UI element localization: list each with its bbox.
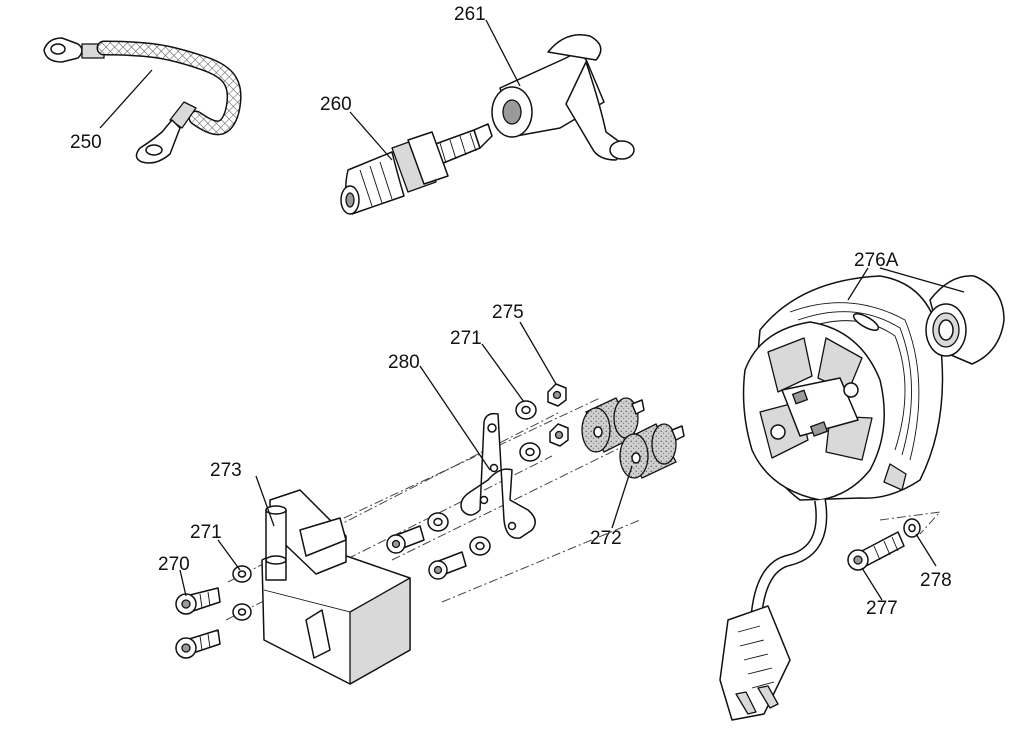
label-271-left: 271	[190, 522, 222, 543]
part-labels: 250 260 261 276A 275 271 280 273 271 270…	[70, 4, 952, 619]
mounting-bracket-part-280	[460, 412, 536, 539]
label-278: 278	[920, 570, 952, 591]
leader-lines	[99, 19, 965, 601]
nut-part-275	[547, 383, 569, 447]
ground-strap-part-250	[43, 37, 242, 164]
bracket-screws	[386, 512, 491, 580]
label-280: 280	[388, 352, 420, 373]
stator-assembly-part-276a	[719, 275, 1005, 721]
label-261: 261	[454, 4, 486, 25]
label-272: 272	[590, 528, 622, 549]
label-277: 277	[866, 598, 898, 619]
label-275: 275	[492, 302, 524, 323]
spark-plug-part-260	[340, 123, 493, 215]
washer-part-278	[903, 518, 921, 538]
washer-part-271-right	[515, 400, 541, 462]
rubber-mount-part-272	[581, 397, 685, 479]
screw-part-277	[847, 531, 905, 571]
screw-part-270	[175, 587, 221, 659]
spark-plug-cap-part-261	[491, 34, 635, 161]
label-273: 273	[210, 460, 242, 481]
label-270: 270	[158, 554, 190, 575]
ignition-coil-part-273	[261, 489, 411, 685]
label-250: 250	[70, 132, 102, 153]
label-271-right: 271	[450, 328, 482, 349]
label-260: 260	[320, 94, 352, 115]
label-276a: 276A	[854, 250, 899, 271]
washer-part-271-left	[232, 565, 252, 621]
